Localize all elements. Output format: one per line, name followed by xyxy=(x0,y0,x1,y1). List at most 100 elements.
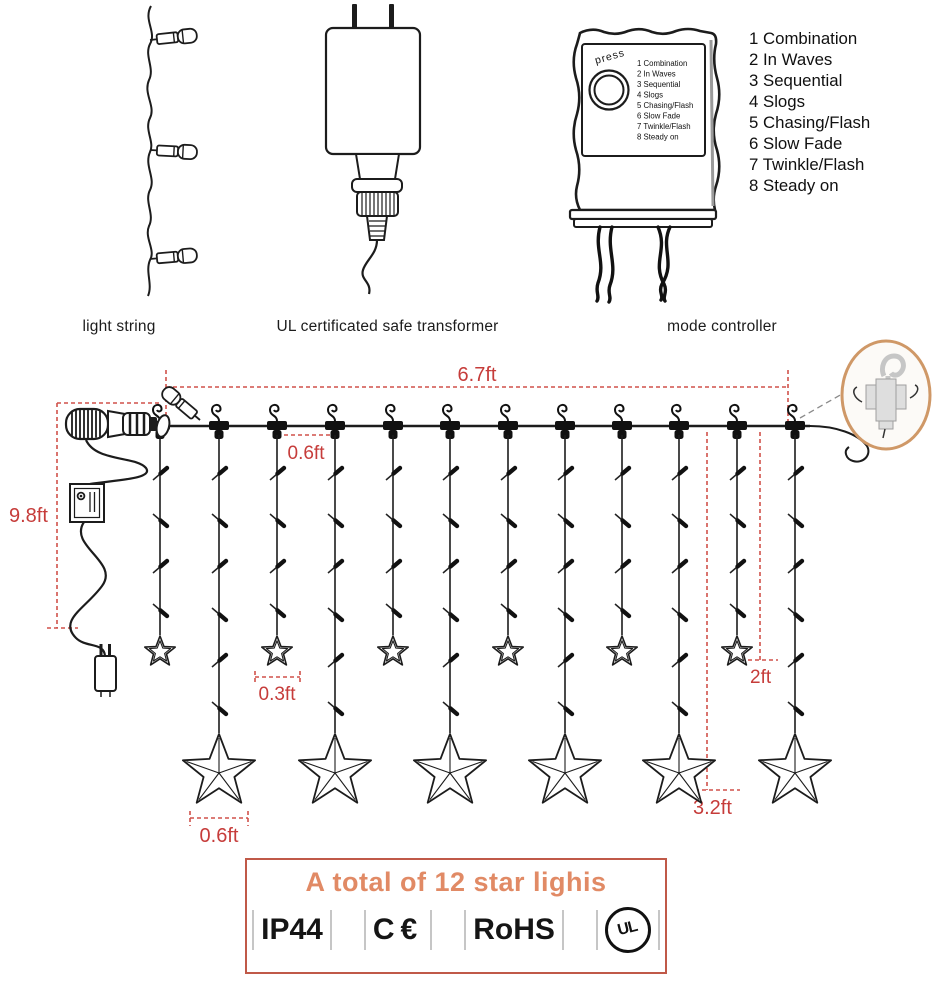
separator xyxy=(430,910,433,950)
adapter-collar xyxy=(351,178,403,193)
cert-ul: UL xyxy=(589,907,667,953)
caption-mode-controller: mode controller xyxy=(667,318,777,335)
cert-ce-label: C€ xyxy=(372,913,424,946)
connector-cap xyxy=(149,417,157,431)
dimension-long-drop: 3.2ft xyxy=(693,797,732,819)
bulb-icon xyxy=(148,247,199,267)
long-drop xyxy=(297,435,373,804)
small-star xyxy=(491,635,525,666)
mode-button-inner xyxy=(593,74,625,106)
sleeve-bands xyxy=(128,414,146,434)
long-drops xyxy=(181,435,832,804)
long-drop xyxy=(528,435,602,804)
transformer-figure xyxy=(324,4,422,295)
light-string-figure xyxy=(146,5,199,297)
cord-to-switch xyxy=(84,439,149,486)
mode-list-item: 5 Chasing/Flash xyxy=(749,113,871,132)
caption-light-string: light string xyxy=(82,318,156,335)
caption-transformer: UL certificated safe transformer xyxy=(276,318,499,335)
separator xyxy=(595,910,598,950)
mode-controller-figure: press 1 Combination 2 In Waves 3 Sequent… xyxy=(568,27,721,304)
panel-mode-item: 8 Steady on xyxy=(637,133,679,142)
big-star xyxy=(642,733,716,804)
certifications-row: IP44 C€ RoHS UL xyxy=(247,907,665,953)
plug-prong xyxy=(389,4,394,29)
cert-ce: C€ xyxy=(357,910,439,950)
mode-list-item: 4 Slogs xyxy=(749,92,805,111)
controller-base xyxy=(568,208,718,221)
bulb-icon xyxy=(148,142,199,161)
switch-button-dot xyxy=(79,494,83,498)
small-star xyxy=(605,635,639,666)
separator xyxy=(657,910,660,950)
long-drop xyxy=(412,435,488,804)
short-drop xyxy=(720,435,754,666)
detail-wire-bottom xyxy=(882,428,886,439)
big-star xyxy=(181,733,257,804)
small-star xyxy=(720,635,754,666)
mode-list-item: 8 Steady on xyxy=(749,176,839,195)
short-drop xyxy=(376,435,410,666)
adapter-wire xyxy=(361,239,379,295)
power-lead-assembly xyxy=(64,383,206,697)
shell-shadow xyxy=(709,39,715,207)
dimension-hook-spacing: 0.6ft xyxy=(288,443,326,464)
big-star xyxy=(528,733,602,804)
big-star xyxy=(297,733,373,804)
dimension-big-star-width: 0.6ft xyxy=(200,825,239,847)
panel-mode-item: 3 Sequential xyxy=(637,80,681,89)
relief-ribs xyxy=(369,220,386,237)
panel-mode-item: 4 Slogs xyxy=(637,91,663,100)
separator xyxy=(561,910,564,950)
dimension-lines xyxy=(47,370,789,826)
top-figures: press 1 Combination 2 In Waves 3 Sequent… xyxy=(146,4,721,304)
detail-hook-curve xyxy=(879,353,906,378)
inline-switch-box[interactable] xyxy=(69,483,105,523)
grip-ribs xyxy=(361,193,395,215)
long-drop xyxy=(642,435,716,804)
curtain-layout-diagram: 6.7ft 9.8ft 0.6ft 0.3ft 0.6ft 3.2ft 2ft xyxy=(9,339,932,847)
mode-list-item: 3 Sequential xyxy=(749,71,843,90)
separator xyxy=(329,910,332,950)
separator xyxy=(363,910,366,950)
detail-clip-body xyxy=(865,378,907,430)
short-drops xyxy=(144,435,754,666)
dimension-small-star-width: 0.3ft xyxy=(259,684,297,705)
footer-box: A total of 12 star lighis IP44 C€ RoHS U xyxy=(245,858,667,974)
adapter-neck xyxy=(354,153,401,180)
big-star xyxy=(412,733,488,804)
mode-list-item: 1 Combination xyxy=(749,29,858,48)
panel-mode-item: 1 Combination xyxy=(637,59,687,68)
panel-mode-item: 5 Chasing/Flash xyxy=(637,101,693,110)
end-cable xyxy=(809,425,870,463)
detail-wire-left xyxy=(853,386,863,403)
adapter-body xyxy=(324,26,422,156)
plug-prong xyxy=(108,644,111,657)
mode-list: 1 Combination 2 In Waves 3 Sequential 4 … xyxy=(749,28,870,196)
separator xyxy=(252,910,255,950)
plug-prong xyxy=(99,644,103,657)
footer-title: A total of 12 star lighis xyxy=(305,867,607,897)
power-plug xyxy=(94,644,117,697)
switch-label-marks xyxy=(89,492,96,512)
short-drop xyxy=(605,435,639,666)
mode-list-item: 7 Twinkle/Flash xyxy=(749,155,865,174)
dimension-short-drop: 2ft xyxy=(750,667,772,688)
panel-mode-item: 7 Twinkle/Flash xyxy=(637,122,691,131)
cert-ip44-label: IP44 xyxy=(261,913,323,946)
long-drop xyxy=(758,435,832,804)
ul-logo-icon: UL xyxy=(604,907,651,953)
plug-feet xyxy=(100,691,111,697)
plug-prong xyxy=(352,4,357,29)
bulb-icon xyxy=(148,27,199,48)
dimension-total-height: 9.8ft xyxy=(9,505,48,527)
separator xyxy=(464,910,467,950)
dimension-labels: 6.7ft 9.8ft 0.6ft 0.3ft 0.6ft 3.2ft 2ft xyxy=(9,364,772,847)
switch-button[interactable] xyxy=(76,491,86,501)
small-star xyxy=(144,635,176,666)
string-wire xyxy=(146,5,153,297)
small-star xyxy=(376,635,410,666)
plug-body xyxy=(94,655,117,692)
short-drop xyxy=(144,435,176,666)
